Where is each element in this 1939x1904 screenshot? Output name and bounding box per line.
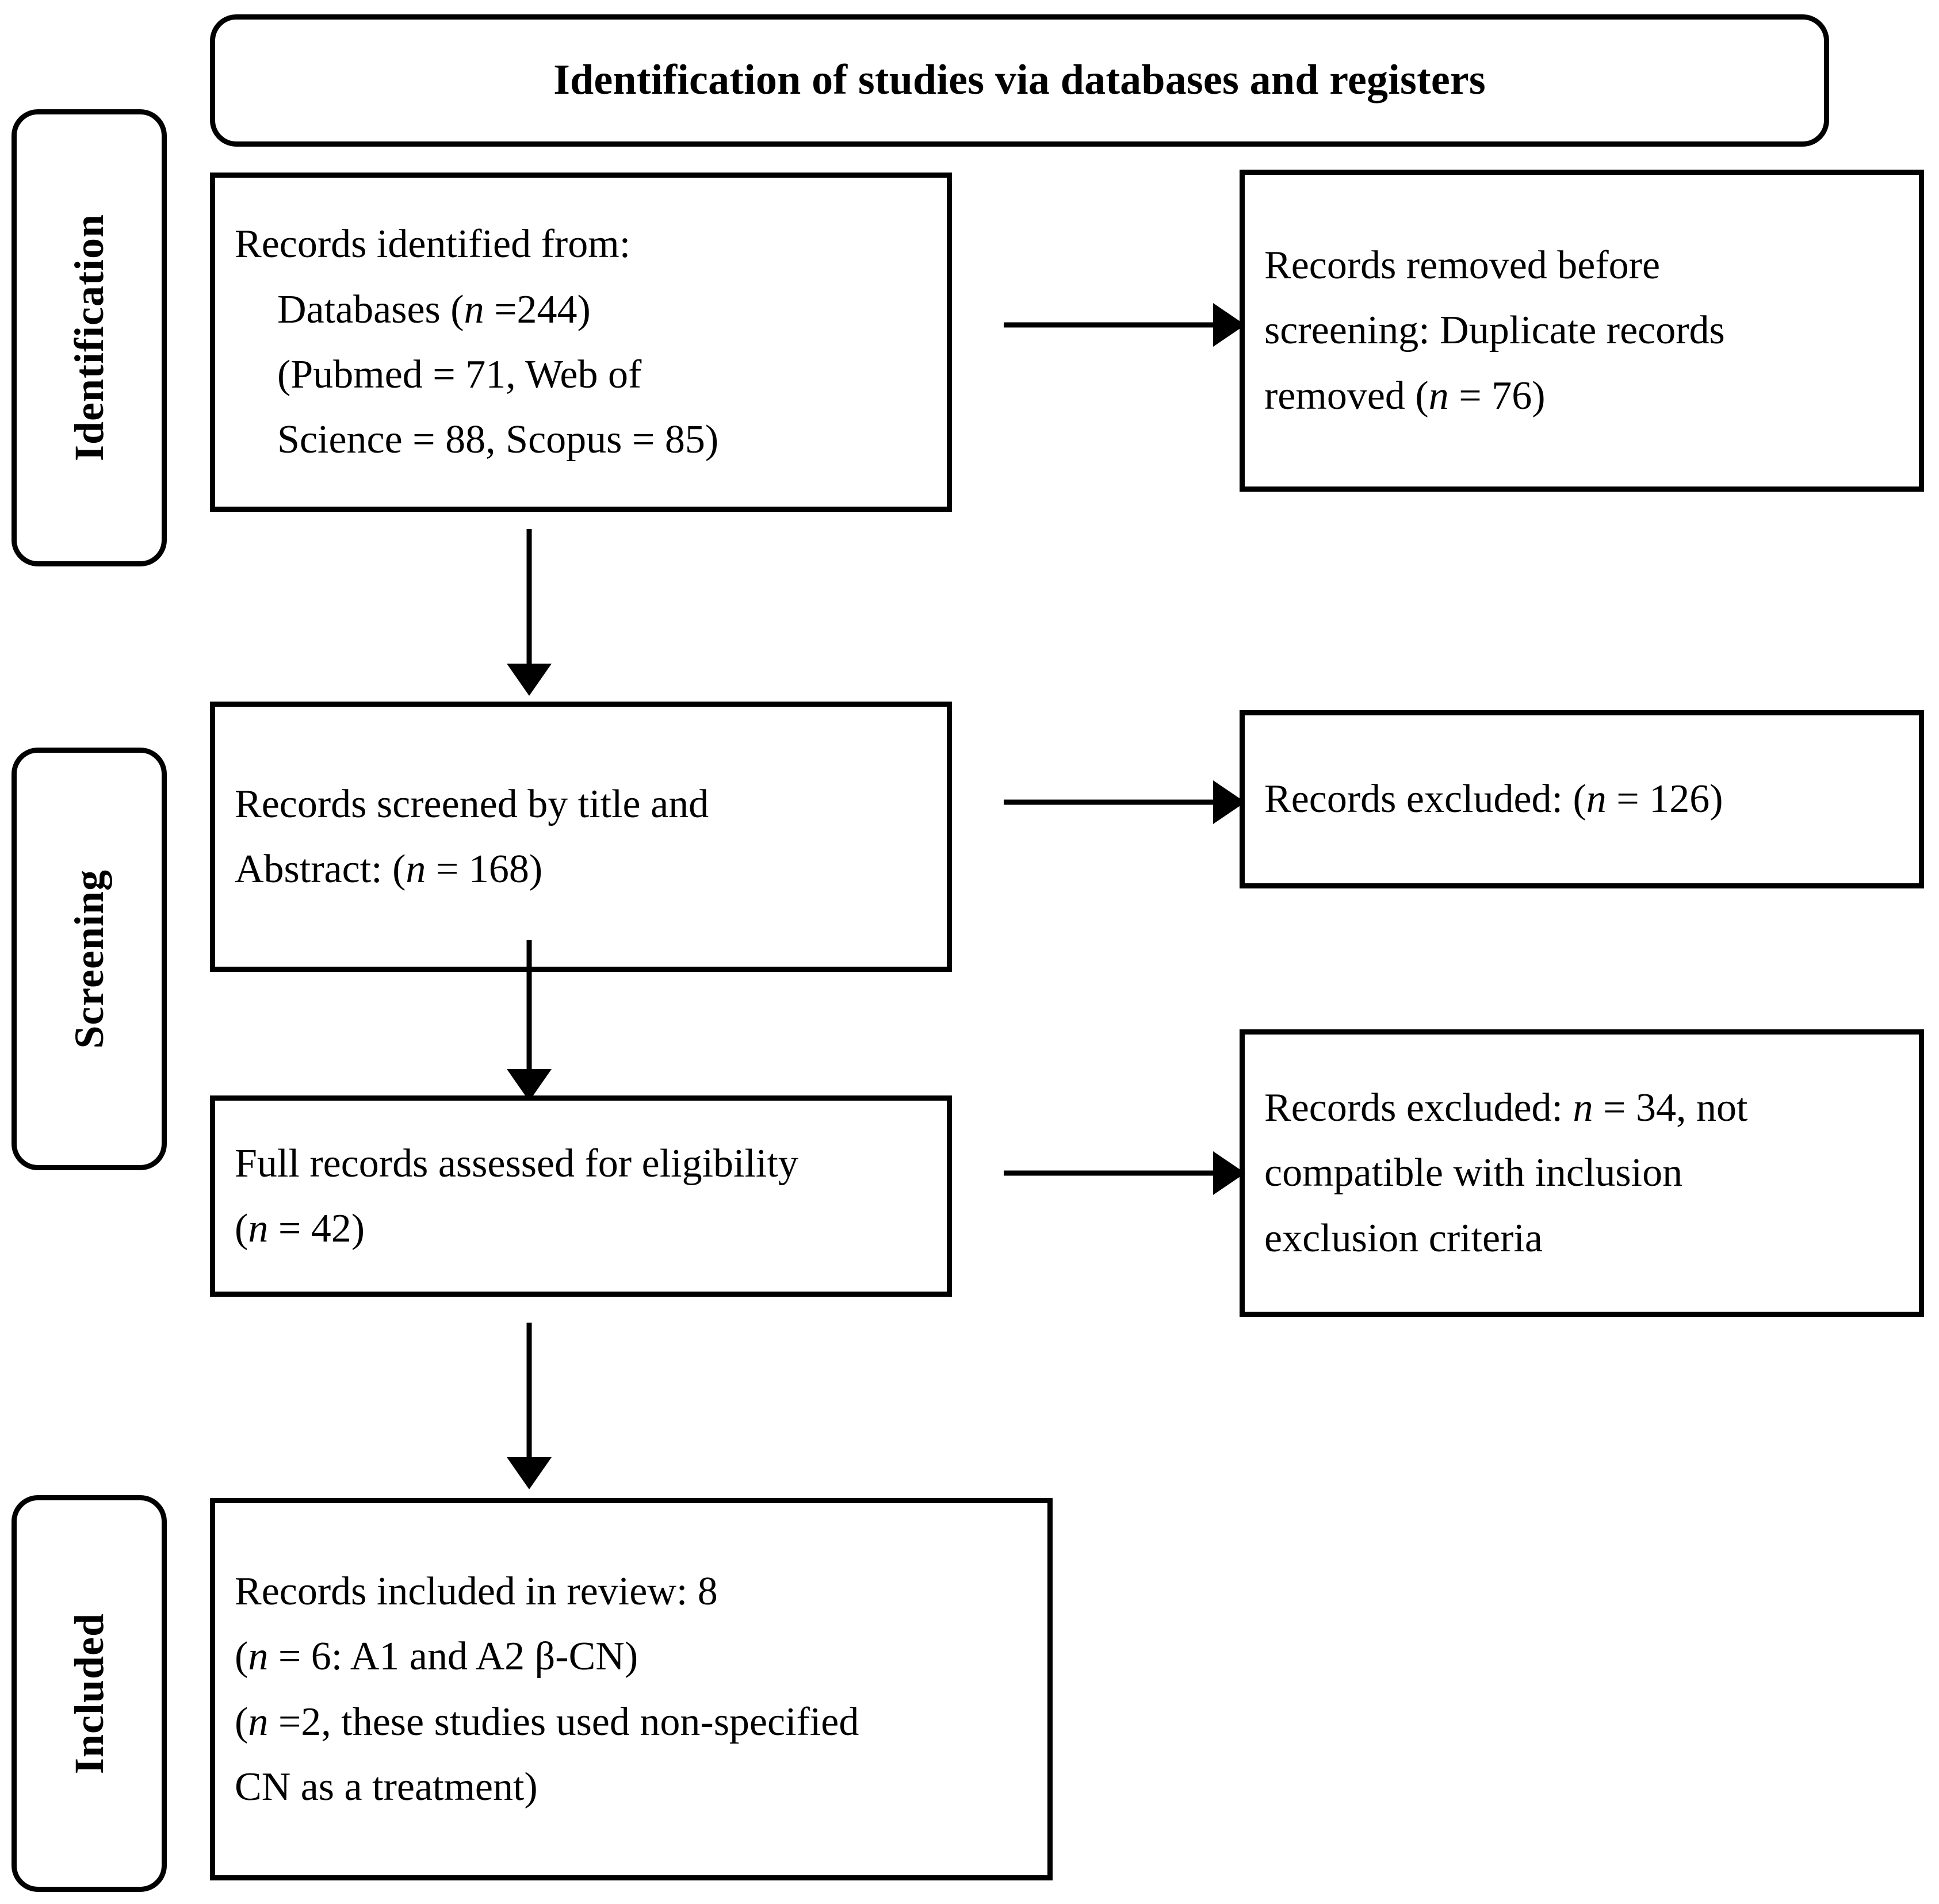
stage-label-included: Included xyxy=(66,1612,112,1775)
records-included-line-3: (n =2, these studies used non-specified xyxy=(235,1699,859,1744)
arrow-identified-to-removed xyxy=(1004,302,1245,348)
box-records-included: Records included in review: 8 (n = 6: A1… xyxy=(210,1498,1053,1880)
stage-included: Included xyxy=(12,1495,167,1892)
records-screened-line-1: Records screened by title and xyxy=(235,781,709,826)
records-excluded-1-line-1: Records excluded: (n = 126) xyxy=(1264,777,1723,822)
page-title: Identification of studies via databases … xyxy=(553,56,1486,104)
records-included-line-2: (n = 6: A1 and A2 β-CN) xyxy=(235,1634,638,1679)
stage-label-identification: Identification xyxy=(66,214,112,462)
box-records-excluded-1: Records excluded: (n = 126) xyxy=(1240,710,1924,888)
stage-screening: Screening xyxy=(12,748,167,1170)
records-removed-line-3: removed (n = 76) xyxy=(1264,373,1546,418)
full-records-assessed-line-2: (n = 42) xyxy=(235,1206,365,1251)
arrow-assessed-to-excluded xyxy=(1004,1150,1245,1196)
records-identified-line-1: Records identified from: xyxy=(235,222,631,267)
records-removed-line-2: screening: Duplicate records xyxy=(1264,308,1725,353)
arrow-assessed-to-included xyxy=(506,1323,552,1489)
box-records-removed: Records removed before screening: Duplic… xyxy=(1240,170,1924,492)
arrow-screened-to-assessed xyxy=(506,940,552,1101)
records-identified-line-3: (Pubmed = 71, Web of xyxy=(277,353,642,397)
records-included-line-4: CN as a treatment) xyxy=(235,1764,538,1809)
records-identified-line-2: Databases (n =244) xyxy=(277,287,591,332)
stage-identification: Identification xyxy=(12,109,167,566)
records-excluded-2-line-2: compatible with inclusion xyxy=(1264,1151,1683,1196)
arrow-identified-to-screened xyxy=(506,529,552,696)
box-records-excluded-2: Records excluded: n = 34, not compatible… xyxy=(1240,1029,1924,1317)
stage-label-screening: Screening xyxy=(66,869,112,1049)
records-excluded-2-line-3: exclusion criteria xyxy=(1264,1216,1543,1261)
records-excluded-2-line-1: Records excluded: n = 34, not xyxy=(1264,1085,1748,1130)
records-removed-line-1: Records removed before xyxy=(1264,243,1661,288)
box-records-screened: Records screened by title and Abstract: … xyxy=(210,702,952,972)
box-full-records-assessed: Full records assessed for eligibility (n… xyxy=(210,1095,952,1297)
header-banner: Identification of studies via databases … xyxy=(210,14,1829,147)
records-included-line-1: Records included in review: 8 xyxy=(235,1569,718,1614)
full-records-assessed-line-1: Full records assessed for eligibility xyxy=(235,1141,798,1186)
arrow-screened-to-excluded xyxy=(1004,779,1245,825)
records-identified-line-4: Science = 88, Scopus = 85) xyxy=(277,417,719,462)
box-records-identified: Records identified from: Databases (n =2… xyxy=(210,173,952,512)
records-screened-line-2: Abstract: (n = 168) xyxy=(235,847,543,891)
